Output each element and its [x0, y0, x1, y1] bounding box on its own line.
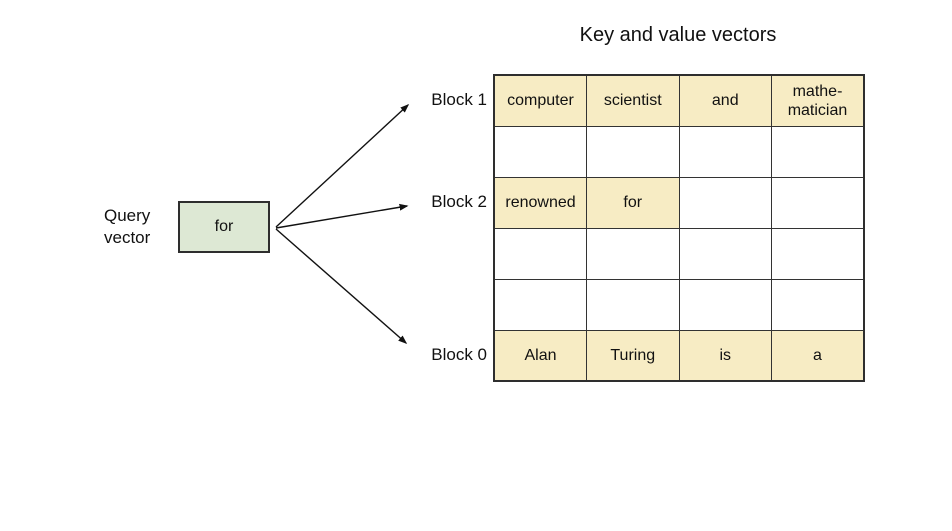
table-cell: [493, 227, 587, 280]
diagram-title: Key and value vectors: [579, 24, 777, 46]
table-row: [493, 278, 865, 331]
table-cell: computer: [493, 74, 587, 127]
arrow-to-block-2: [275, 203, 409, 229]
table-cell: [586, 227, 680, 280]
table-cell: and: [678, 74, 772, 127]
query-vector-box-text: for: [214, 218, 234, 235]
table-cell: Turing: [586, 329, 680, 382]
arrow-to-block-1: [275, 103, 410, 228]
table-cell: [493, 278, 587, 331]
table-cell: renowned: [493, 176, 587, 229]
table-row: [493, 227, 865, 280]
block-2-label: Block 2: [431, 192, 487, 211]
table-cell: [586, 278, 680, 331]
block-0-label: Block 0: [431, 345, 487, 364]
table-cell: [586, 125, 680, 178]
table-cell: [678, 278, 772, 331]
arrow-to-block-0: [275, 228, 408, 344]
table-cell: Alan: [493, 329, 587, 382]
table-cell: [771, 278, 865, 331]
table-cell: is: [678, 329, 772, 382]
table-cell: a: [771, 329, 865, 382]
table-cell: [678, 125, 772, 178]
table-cell: [771, 176, 865, 229]
table-cell: [771, 227, 865, 280]
query-vector-box: for: [178, 201, 270, 253]
table-cell: [678, 176, 772, 229]
table-cell: [771, 125, 865, 178]
table-cell: mathe- matician: [771, 74, 865, 127]
table-cell: scientist: [586, 74, 680, 127]
table-cell: [493, 125, 587, 178]
table-row: [493, 125, 865, 178]
table-cell: [678, 227, 772, 280]
block-1-label: Block 1: [431, 90, 487, 109]
table-cell: for: [586, 176, 680, 229]
query-vector-label: Query vector: [104, 206, 151, 247]
